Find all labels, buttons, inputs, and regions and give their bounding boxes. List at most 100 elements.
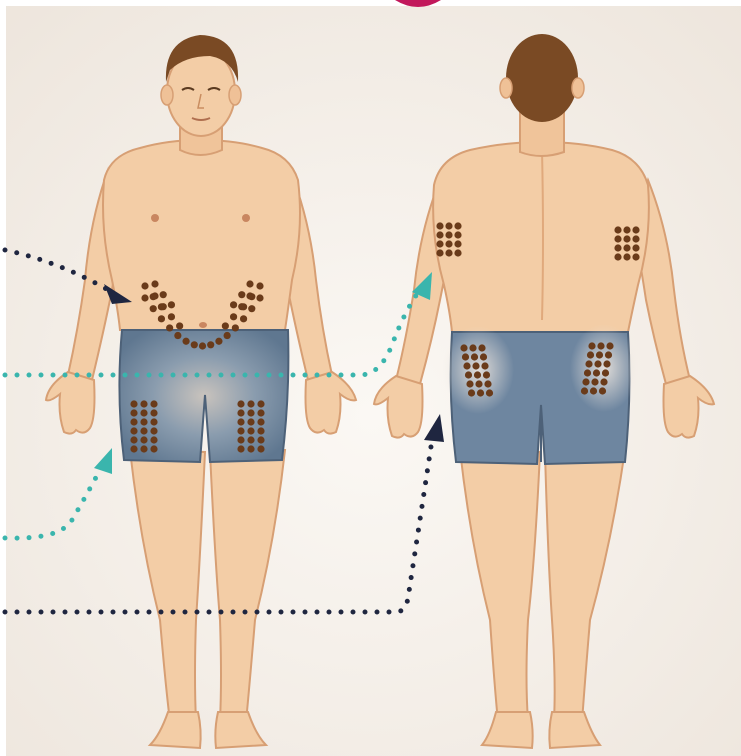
abdomen-dot — [256, 282, 263, 289]
thigh-dot — [140, 400, 147, 407]
front-torso — [103, 140, 300, 330]
buttock-dot — [469, 344, 476, 351]
abdomen-dot — [176, 322, 183, 329]
buttock-dot — [591, 378, 598, 385]
thigh-dot — [130, 427, 137, 434]
buttock-dot — [477, 389, 484, 396]
buttock-dot — [484, 380, 491, 387]
buttock-dot — [593, 369, 600, 376]
thigh-dot — [247, 445, 254, 452]
back-right-ear — [572, 78, 584, 98]
abdomen-dot — [238, 303, 245, 310]
buttock-dot — [603, 360, 610, 367]
upper-arm-dot — [614, 253, 621, 260]
upper-arm-dot — [623, 244, 630, 251]
upper-arm-dot — [632, 253, 639, 260]
thigh-dot — [140, 418, 147, 425]
buttock-dot — [596, 351, 603, 358]
abdomen-dot — [141, 294, 148, 301]
thigh-dot — [247, 436, 254, 443]
front-navel — [199, 322, 207, 328]
abdomen-dot — [158, 315, 165, 322]
thigh-dot — [237, 409, 244, 416]
thigh-dot — [140, 445, 147, 452]
upper-arm-dot — [454, 231, 461, 238]
frame-left-edge — [0, 0, 6, 756]
thigh-dot — [257, 400, 264, 407]
abdomen-dot — [238, 291, 245, 298]
buttock-dot — [480, 353, 487, 360]
buttock-dot — [597, 342, 604, 349]
thigh-dot — [247, 409, 254, 416]
abdomen-dot — [224, 332, 231, 339]
thigh-dot — [140, 436, 147, 443]
abdomen-dot — [246, 292, 253, 299]
thigh-dot — [130, 400, 137, 407]
abdomen-dot — [182, 338, 189, 345]
buttock-dot — [481, 362, 488, 369]
buttock-dot — [463, 362, 470, 369]
buttock-dot — [472, 362, 479, 369]
thigh-dot — [150, 409, 157, 416]
abdomen-dot — [207, 341, 214, 348]
buttock-dot — [474, 371, 481, 378]
abdomen-dot — [191, 341, 198, 348]
back-right-buttock-halo — [570, 324, 638, 412]
abdomen-dot — [150, 293, 157, 300]
upper-arm-dot — [632, 226, 639, 233]
back-left-ear — [500, 78, 512, 98]
upper-arm-dot — [445, 231, 452, 238]
abdomen-dot — [174, 332, 181, 339]
upper-arm-dot — [614, 244, 621, 251]
abdomen-dot — [199, 342, 206, 349]
abdomen-dot — [166, 324, 173, 331]
abdomen-dot — [158, 303, 165, 310]
thigh-dot — [130, 445, 137, 452]
abdomen-dot — [256, 294, 263, 301]
abdomen-dot — [232, 324, 239, 331]
front-left-ear — [161, 85, 173, 105]
back-spine — [542, 150, 543, 320]
thigh-dot — [257, 445, 264, 452]
frame-top-edge — [0, 0, 741, 6]
buttock-dot — [606, 342, 613, 349]
front-right-nipple — [242, 214, 250, 222]
upper-arm-dot — [445, 240, 452, 247]
upper-arm-dot — [436, 231, 443, 238]
abdomen-dot — [141, 282, 148, 289]
buttock-dot — [605, 351, 612, 358]
thigh-dot — [130, 409, 137, 416]
thigh-dot — [140, 409, 147, 416]
upper-arm-dot — [445, 222, 452, 229]
back-left-buttock-halo — [442, 326, 514, 414]
buttock-dot — [462, 353, 469, 360]
thigh-dot — [257, 436, 264, 443]
upper-arm-dot — [454, 249, 461, 256]
buttock-dot — [466, 380, 473, 387]
abdomen-dot — [240, 315, 247, 322]
upper-arm-dot — [623, 226, 630, 233]
front-left-nipple — [151, 214, 159, 222]
upper-arm-dot — [623, 253, 630, 260]
front-right-ear — [229, 85, 241, 105]
abdomen-dot — [246, 280, 253, 287]
buttock-dot — [465, 371, 472, 378]
abdomen-dot — [230, 301, 237, 308]
buttock-dot — [483, 371, 490, 378]
buttock-dot — [590, 387, 597, 394]
upper-arm-dot — [454, 222, 461, 229]
thigh-dot — [257, 427, 264, 434]
buttock-dot — [475, 380, 482, 387]
buttock-dot — [585, 360, 592, 367]
abdomen-dot — [222, 322, 229, 329]
buttock-dot — [471, 353, 478, 360]
thigh-dot — [257, 418, 264, 425]
upper-arm-dot — [614, 226, 621, 233]
thigh-dot — [130, 436, 137, 443]
abdomen-dot — [248, 305, 255, 312]
abdomen-dot — [168, 301, 175, 308]
buttock-dot — [599, 387, 606, 394]
upper-arm-dot — [623, 235, 630, 242]
thigh-dot — [247, 418, 254, 425]
abdomen-dot — [215, 338, 222, 345]
